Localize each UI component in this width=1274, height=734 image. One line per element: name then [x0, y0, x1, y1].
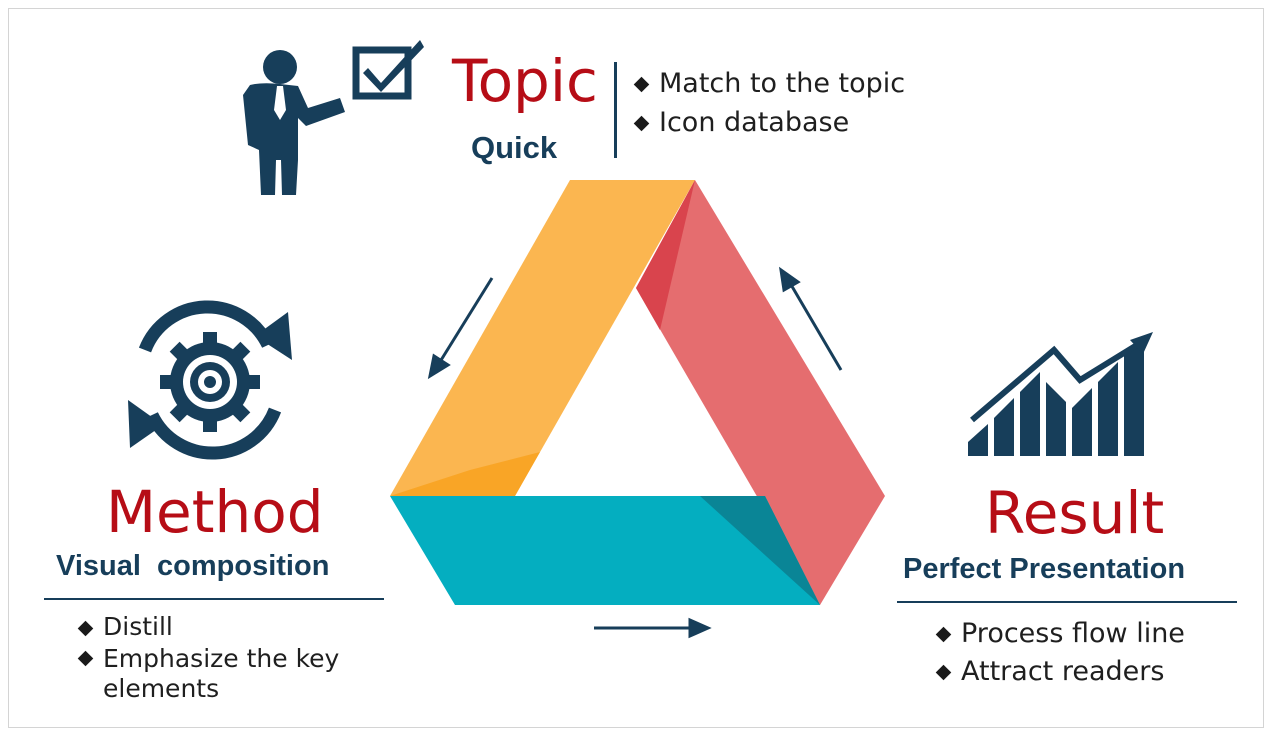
method-bullet-list: Distill Emphasize the key elements: [74, 614, 363, 704]
presenter-icon: [243, 50, 345, 195]
topic-bullet-list: Match to the topic Icon database: [630, 70, 905, 136]
triangle-band-topic: [390, 180, 695, 496]
triangle-band-method: [390, 496, 820, 605]
flow-arrow-up-left: [778, 266, 843, 371]
diamond-bullet-icon: [633, 115, 650, 132]
rising-bar-chart-icon: [968, 332, 1153, 456]
bullet-text: Match to the topic: [659, 68, 906, 99]
diamond-bullet-icon: [77, 620, 94, 637]
method-title: Method: [106, 478, 324, 546]
topic-subtitle: Quick: [471, 130, 558, 165]
result-underline: [897, 601, 1237, 603]
triangle-band-method-shade: [700, 496, 820, 605]
bullet-item: Emphasize the key elements: [74, 644, 363, 704]
diamond-bullet-icon: [935, 664, 952, 681]
bullet-item: Attract readers: [932, 658, 1185, 685]
diamond-bullet-icon: [633, 76, 650, 93]
triangle-band-topic-shade: [390, 452, 540, 496]
triangle-band-result: [636, 180, 885, 605]
slide-frame: [8, 8, 1264, 728]
gear-cycle-icon: [128, 300, 292, 460]
checkbox-icon: [352, 40, 424, 100]
bullet-item: Distill: [74, 614, 363, 644]
result-title: Result: [985, 479, 1165, 547]
triangle-band-result-shade: [636, 180, 695, 330]
bullet-item: Match to the topic: [630, 70, 905, 109]
topic-divider: [614, 62, 617, 158]
bullet-text: Distill: [103, 612, 173, 641]
diamond-bullet-icon: [935, 626, 952, 643]
result-bullet-list: Process flow line Attract readers: [932, 620, 1185, 685]
bullet-item: Icon database: [630, 109, 905, 136]
flow-arrow-right: [594, 617, 712, 639]
method-underline: [44, 598, 384, 600]
result-subtitle: Perfect Presentation: [903, 553, 1186, 585]
bullet-text: Emphasize the key elements: [103, 644, 340, 703]
diamond-bullet-icon: [77, 650, 94, 667]
bullet-text: Attract readers: [961, 656, 1165, 687]
flow-arrow-down-left: [427, 277, 494, 380]
bullet-item: Process flow line: [932, 620, 1185, 658]
bullet-text: Icon database: [659, 107, 850, 138]
method-subtitle: Visual composition: [56, 550, 330, 582]
bullet-text: Process flow line: [961, 618, 1185, 649]
topic-title: Topic: [452, 47, 598, 115]
